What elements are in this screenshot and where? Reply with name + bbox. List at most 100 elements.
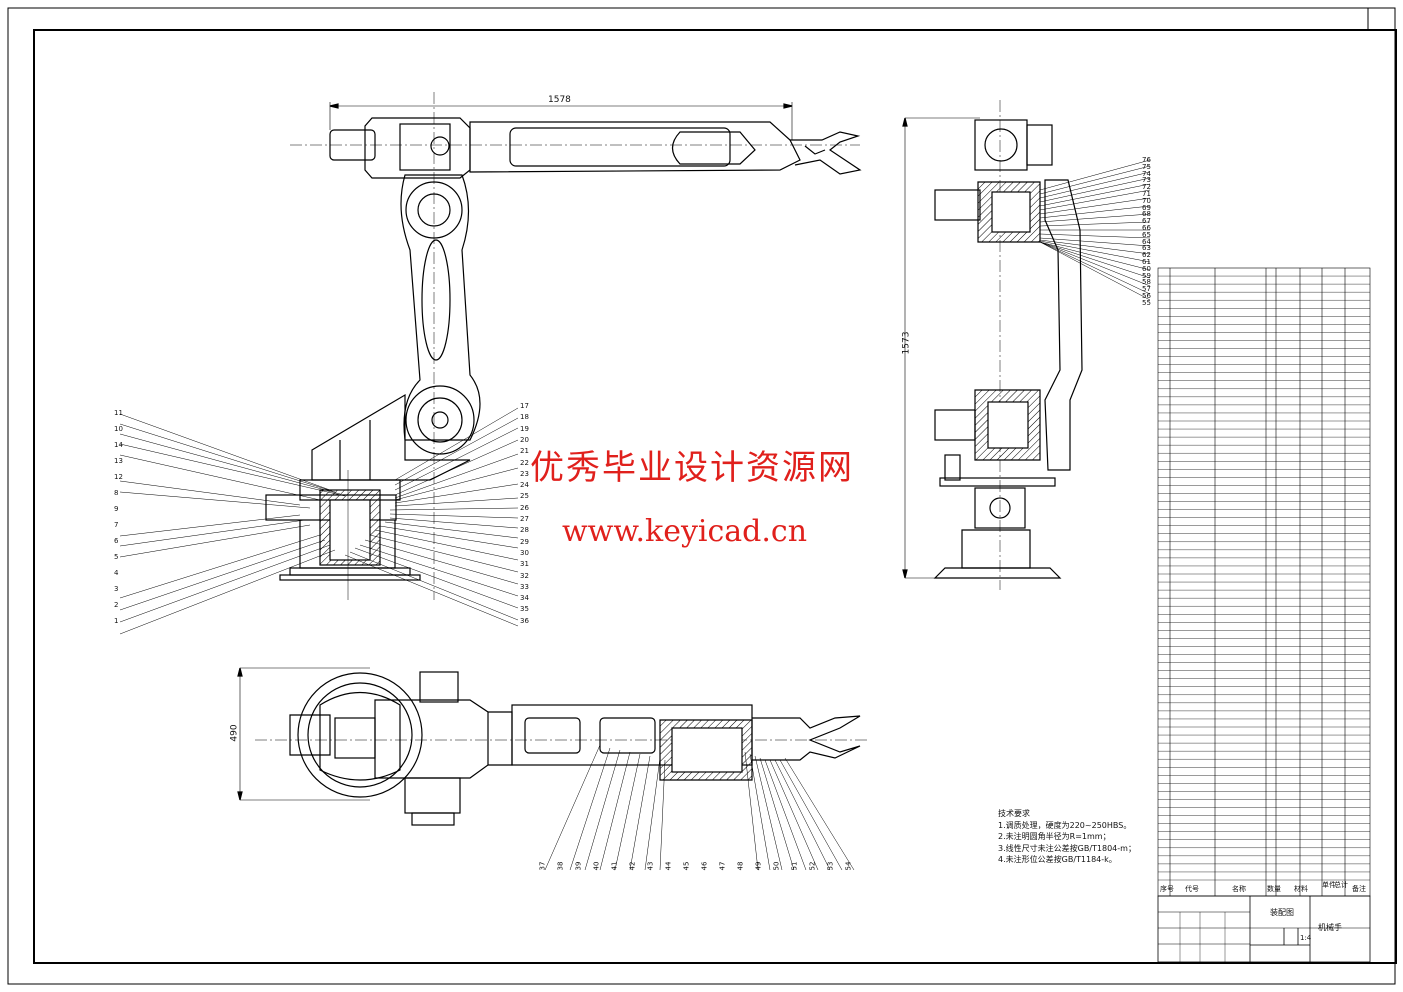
- notes-item: 3.线性尺寸未注公差按GB/T1804-m；: [998, 843, 1136, 853]
- outer-border: [7, 7, 1396, 985]
- balloon-number: 20: [520, 435, 529, 444]
- balloon-number: 64: [1142, 237, 1151, 246]
- balloon-number: 62: [1142, 251, 1151, 260]
- balloon-number: 43: [646, 861, 655, 871]
- balloon-number: 39: [574, 861, 583, 871]
- balloon-number: 35: [520, 605, 529, 614]
- balloon-number: 46: [700, 861, 709, 871]
- balloon-number: 8: [114, 489, 119, 497]
- balloon-number: 4: [114, 569, 119, 577]
- front-view-leaders: [119, 407, 519, 635]
- balloon-number: 56: [1142, 292, 1151, 300]
- balloon-number: 17: [520, 402, 529, 410]
- side-view: [902, 100, 1083, 590]
- balloon-number: 37: [538, 861, 547, 871]
- balloon-number: 27: [520, 515, 529, 523]
- dimension-top-height: 490: [229, 724, 240, 742]
- balloon-number: 29: [520, 537, 529, 546]
- balloon-number: 9: [114, 505, 119, 513]
- balloon-number: 54: [844, 861, 853, 871]
- notes-heading: 技术要求: [998, 809, 1030, 818]
- balloon-number: 19: [520, 424, 529, 433]
- scale-value: 1:4: [1300, 934, 1312, 942]
- balloon-number: 44: [664, 861, 673, 871]
- balloon-number: 63: [1142, 244, 1151, 253]
- balloon-number: 58: [1142, 278, 1151, 287]
- side-view-leaders: [1039, 159, 1151, 301]
- bom-header-index: 序号: [1160, 885, 1174, 893]
- dimension-side-height: 1573: [901, 331, 912, 355]
- balloon-number: 22: [520, 458, 529, 467]
- balloon-number: 70: [1142, 196, 1151, 205]
- balloon-number: 5: [114, 553, 119, 561]
- dimension-front-width: 1578: [548, 95, 571, 105]
- balloon-number: 52: [808, 861, 817, 871]
- balloon-number: 3: [114, 585, 119, 593]
- watermark-url: www.keyicad.cn: [562, 514, 808, 549]
- notes-item: 2.未注明圆角半径为R=1mm；: [998, 832, 1111, 841]
- balloon-number: 26: [520, 503, 529, 512]
- balloon-number: 41: [610, 861, 619, 871]
- balloon-number: 45: [682, 861, 691, 871]
- notes-item: 1.调质处理，硬度为220~250HBS。: [998, 820, 1132, 830]
- balloon-number: 30: [520, 548, 529, 557]
- sheet-name: 机械手: [1318, 923, 1342, 932]
- balloon-number: 7: [114, 521, 119, 529]
- bom-header-material: 材料: [1294, 885, 1308, 893]
- balloon-number: 6: [114, 537, 119, 545]
- balloon-number: 71: [1142, 190, 1151, 198]
- balloon-number: 68: [1142, 210, 1151, 219]
- balloon-number: 73: [1142, 176, 1151, 185]
- balloon-number: 47: [718, 861, 727, 871]
- balloon-number: 2: [114, 601, 119, 609]
- balloon-number: 75: [1142, 162, 1151, 171]
- balloon-number: 31: [520, 560, 529, 569]
- bom-header-remark: 备注: [1352, 885, 1366, 893]
- balloon-number: 55: [1142, 298, 1151, 307]
- balloon-number: 36: [520, 616, 529, 625]
- balloon-number: 34: [520, 594, 529, 603]
- balloon-number: 21: [520, 447, 529, 456]
- balloon-number: 12: [114, 473, 123, 481]
- watermark-title: 优秀毕业设计资源网: [530, 448, 854, 488]
- bom-header-name: 名称: [1232, 885, 1246, 893]
- balloon-number: 24: [520, 481, 529, 490]
- notes-item: 4.未注形位公差按GB/T1184-k。: [998, 855, 1117, 864]
- drawing-title: 装配图: [1270, 908, 1294, 917]
- balloon-number: 28: [520, 526, 529, 535]
- balloon-number: 14: [114, 441, 123, 449]
- balloon-number: 74: [1142, 169, 1151, 178]
- balloon-number: 76: [1142, 156, 1151, 164]
- balloon-number: 66: [1142, 224, 1151, 232]
- bom-header-total: 总计: [1334, 881, 1348, 889]
- balloon-number: 38: [556, 861, 565, 871]
- bom-header-code: 代号: [1185, 885, 1199, 893]
- parts-list-table: [1157, 267, 1371, 897]
- balloon-number: 40: [592, 861, 601, 871]
- balloon-number: 59: [1142, 271, 1151, 280]
- front-view: [265, 92, 862, 600]
- balloon-number: 25: [520, 492, 529, 501]
- balloon-number: 10: [114, 425, 123, 433]
- balloon-number: 57: [1142, 285, 1151, 294]
- balloon-number: 67: [1142, 217, 1151, 226]
- inner-border: [33, 29, 1397, 964]
- balloon-number: 72: [1142, 183, 1151, 192]
- title-block: [1157, 895, 1371, 963]
- balloon-number: 61: [1142, 258, 1151, 266]
- balloon-number: 18: [520, 413, 529, 422]
- balloon-number: 69: [1142, 203, 1151, 212]
- balloon-number: 48: [736, 861, 745, 871]
- balloon-number: 51: [790, 861, 799, 871]
- balloon-number: 23: [520, 469, 529, 478]
- bom-header-qty: 数量: [1267, 885, 1281, 893]
- bom-header-unit: 单件: [1322, 881, 1336, 889]
- top-view: [237, 667, 870, 826]
- balloon-number: 65: [1142, 230, 1151, 239]
- balloon-number: 50: [772, 861, 781, 871]
- balloon-number: 60: [1142, 264, 1151, 273]
- top-view-leaders: [544, 744, 855, 871]
- balloon-number: 13: [114, 457, 123, 465]
- balloon-number: 32: [520, 571, 529, 580]
